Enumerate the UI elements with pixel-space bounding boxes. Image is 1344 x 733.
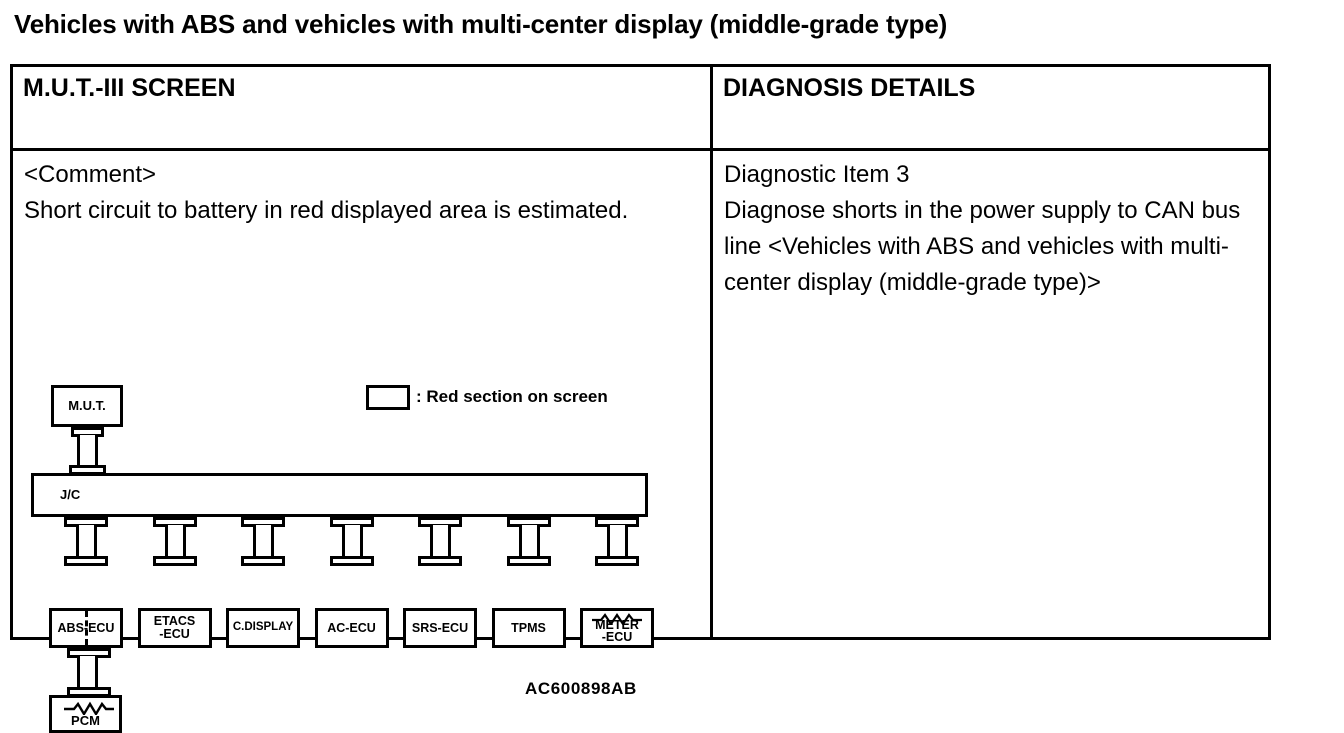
node-abs-ecu-dashed-divider <box>85 611 88 645</box>
node-srs-ecu-label: SRS-ECU <box>411 620 469 635</box>
connector-wire-ac-ecu <box>341 525 363 558</box>
connector-wire-meter-ecu <box>607 525 628 558</box>
table-header-cell-mut-screen: M.U.T.-III SCREEN <box>13 67 713 151</box>
node-c-display: C.DISPLAY <box>226 608 300 648</box>
connector-cap-etacs-ecu-top <box>152 556 197 566</box>
table-body-cell-mut-screen: <Comment> Short circuit to battery in re… <box>13 151 713 733</box>
connector-cap-meter-ecu-top <box>595 556 639 566</box>
node-pcm: PCM <box>49 695 122 733</box>
node-jc-label: J/C <box>60 487 81 503</box>
node-jc-bus: J/C <box>31 473 648 517</box>
node-meter-ecu: METER -ECU <box>580 608 654 648</box>
node-mut-label: M.U.T. <box>68 398 106 414</box>
table-header-cell-diagnosis-details: DIAGNOSIS DETAILS <box>713 67 1268 151</box>
connector-cap-tpms-top <box>506 556 551 566</box>
diagnosis-table: M.U.T.-III SCREEN DIAGNOSIS DETAILS <Com… <box>10 64 1271 733</box>
connector-wire-pcm <box>77 656 98 689</box>
node-tpms-label: TPMS <box>511 620 546 635</box>
node-pcm-label: PCM <box>71 712 100 728</box>
connector-wire-c-display <box>253 525 274 558</box>
table-body-cell-diagnosis-details: Diagnostic Item 3 Diagnose shorts in the… <box>713 151 1268 637</box>
comment-heading: <Comment> <box>24 161 157 188</box>
comment-body: Short circuit to battery in red displaye… <box>24 197 629 224</box>
connector-cap-srs-ecu-top <box>418 556 462 566</box>
can-bus-network-diagram: : Red section on screen M.U.T. J/C ABS-E… <box>13 151 710 733</box>
header-mut-iii-screen: M.U.T.-III SCREEN <box>23 74 236 102</box>
node-ac-ecu: AC-ECU <box>314 608 389 648</box>
connector-cap-c-display-top <box>241 556 285 566</box>
header-diagnosis-details: DIAGNOSIS DETAILS <box>723 74 976 102</box>
node-ac-ecu-label: AC-ECU <box>327 620 376 635</box>
table-body-row: <Comment> Short circuit to battery in re… <box>13 151 1268 733</box>
node-etacs-ecu: ETACS -ECU <box>137 608 212 648</box>
diagnosis-details-text: Diagnostic Item 3 Diagnose shorts in the… <box>724 161 1241 296</box>
node-meter-ecu-label: METER -ECU <box>595 617 639 645</box>
page-title: Vehicles with ABS and vehicles with mult… <box>14 9 948 39</box>
legend-red-section-swatch <box>366 385 410 410</box>
connector-cap-abs-ecu-top <box>64 556 108 566</box>
node-c-display-label: C.DISPLAY <box>232 621 294 634</box>
connector-cap-ac-ecu-top <box>329 556 374 566</box>
connector-wire-etacs-ecu <box>164 525 186 558</box>
connector-wire-abs-ecu <box>76 525 97 558</box>
node-mut: M.U.T. <box>51 385 123 427</box>
connector-wire-tpms <box>518 525 540 558</box>
connector-wire-srs-ecu <box>430 525 451 558</box>
connector-wire-mut <box>77 435 98 467</box>
part-number-label: AC600898AB <box>525 679 637 698</box>
node-tpms: TPMS <box>491 608 566 648</box>
node-srs-ecu: SRS-ECU <box>403 608 477 648</box>
legend-label: : Red section on screen <box>416 387 608 406</box>
node-etacs-ecu-label: ETACS -ECU <box>153 614 196 641</box>
table-header-row: M.U.T.-III SCREEN DIAGNOSIS DETAILS <box>13 67 1268 151</box>
